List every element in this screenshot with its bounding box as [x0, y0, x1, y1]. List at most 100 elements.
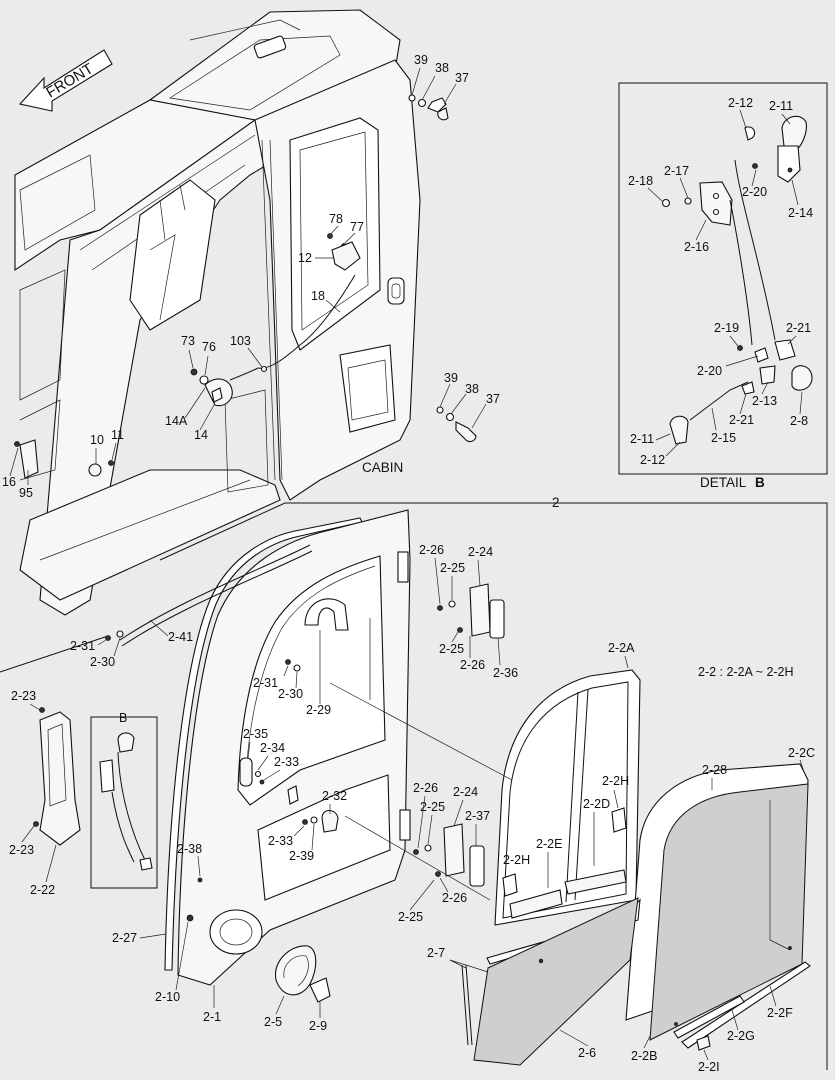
callout-2-41: 2-41 [168, 630, 193, 644]
callout-2-23a: 2-23 [11, 689, 36, 703]
callout-2-2b: 2-2B [631, 1049, 657, 1063]
detail-callout-2-11a: 2-11 [769, 99, 793, 113]
callout-38b: 38 [465, 382, 479, 396]
assembly-number: 2 [552, 495, 560, 510]
callout-2-23b: 2-23 [9, 843, 34, 857]
callout-2-10: 2-10 [155, 990, 180, 1004]
lower-rails: 2-2F 2-2G 2-2B 2-2I [631, 961, 811, 1074]
callout-39b: 39 [444, 371, 458, 385]
detail-callout-2-15: 2-15 [711, 431, 736, 445]
callout-2-22: 2-22 [30, 883, 55, 897]
callout-2-27: 2-27 [112, 931, 137, 945]
detail-b-panel: DETAIL B 2-12 2-11 2-17 2-18 [618, 82, 828, 490]
callout-2-39: 2-39 [289, 849, 314, 863]
callout-38a: 38 [435, 61, 449, 75]
callout-2-26a: 2-26 [419, 543, 444, 557]
callout-2-2c: 2-2C [788, 746, 815, 760]
detail-callout-2-17: 2-17 [664, 164, 689, 178]
detail-callout-2-11b: 2-11 [630, 432, 654, 446]
cabin-label: CABIN [362, 460, 403, 475]
callout-2-2d: 2-2D [583, 797, 610, 811]
callout-2-30b: 2-30 [278, 687, 303, 701]
cabin-body [14, 9, 421, 616]
callout-2-33b: 2-33 [268, 834, 293, 848]
callout-12: 12 [298, 251, 312, 265]
callout-2-24a: 2-24 [468, 545, 493, 559]
sliding-glass: 2-28 2-2C [625, 746, 815, 1041]
door-assembly-bracket: 2 2-2 : 2-2A ~ 2-2H [0, 495, 828, 1070]
callout-2-1: 2-1 [203, 1010, 221, 1024]
callout-95: 95 [19, 486, 33, 500]
callout-2-33a: 2-33 [274, 755, 299, 769]
callout-2-9: 2-9 [309, 1019, 327, 1033]
callout-37a: 37 [455, 71, 469, 85]
window-frame-assembly: 2-2A 2-2H 2-2D 2-2E 2-2H [494, 641, 641, 926]
callout-2-25d: 2-25 [398, 910, 423, 924]
callout-2-25b: 2-25 [439, 642, 464, 656]
rod-2-41 [119, 544, 313, 647]
callout-2-32: 2-32 [322, 789, 347, 803]
callout-77: 77 [350, 220, 364, 234]
front-arrow: FRONT [18, 49, 113, 112]
detail-callout-2-19: 2-19 [714, 321, 739, 335]
callout-78: 78 [329, 212, 343, 226]
callout-2-25c: 2-25 [420, 800, 445, 814]
callout-2-2g: 2-2G [727, 1029, 755, 1043]
callout-2-25a: 2-25 [440, 561, 465, 575]
detail-callout-2-14: 2-14 [788, 206, 813, 220]
detail-callout-2-8: 2-8 [790, 414, 808, 428]
callout-2-30a: 2-30 [90, 655, 115, 669]
callout-14: 14 [194, 428, 208, 442]
callout-16: 16 [2, 475, 16, 489]
callout-2-26c: 2-26 [413, 781, 438, 795]
detail-callout-2-21a: 2-21 [786, 321, 811, 335]
detail-callout-2-21b: 2-21 [729, 413, 754, 427]
callout-2-2h1: 2-2H [602, 774, 629, 788]
callout-10: 10 [90, 433, 104, 447]
callout-37b: 37 [486, 392, 500, 406]
callout-2-2f: 2-2F [767, 1006, 793, 1020]
callout-2-5: 2-5 [264, 1015, 282, 1029]
callout-2-2i: 2-2I [698, 1060, 720, 1074]
callout-2-28: 2-28 [702, 763, 727, 777]
detail-b-caption: DETAIL [700, 475, 747, 490]
callout-103: 103 [230, 334, 251, 348]
callout-2-6: 2-6 [578, 1046, 596, 1060]
front-label: FRONT [43, 60, 96, 101]
callout-11: 11 [111, 428, 124, 442]
callout-2-2h2: 2-2H [503, 853, 530, 867]
door-callouts: 2-31 2-30 2-41 2-26 2-24 2-25 2-25 2-26 … [70, 543, 518, 1033]
assembly-note: 2-2 : 2-2A ~ 2-2H [698, 665, 794, 679]
detail-callout-2-20a: 2-20 [742, 185, 767, 199]
callout-2-31a: 2-31 [70, 639, 95, 653]
callout-2-36: 2-36 [493, 666, 518, 680]
assembly-leaders [329, 618, 513, 901]
callout-14a: 14A [165, 414, 188, 428]
callout-2-34: 2-34 [260, 741, 285, 755]
callout-2-24b: 2-24 [453, 785, 478, 799]
fixed-lower-glass: 2-7 2-6 [427, 897, 641, 1066]
door-panel [164, 509, 411, 986]
callout-18: 18 [311, 289, 325, 303]
callout-76: 76 [202, 340, 216, 354]
detail-callout-2-18: 2-18 [628, 174, 653, 188]
door-left-parts: 2-23 2-23 2-22 B [9, 689, 158, 897]
detail-callout-2-13: 2-13 [752, 394, 777, 408]
callout-2-26b: 2-26 [460, 658, 485, 672]
callout-2-26d: 2-26 [442, 891, 467, 905]
callout-2-37: 2-37 [465, 809, 490, 823]
callout-2-29: 2-29 [306, 703, 331, 717]
detail-callout-2-12b: 2-12 [640, 453, 665, 467]
detail-callout-2-20b: 2-20 [697, 364, 722, 378]
callout-2-35: 2-35 [243, 727, 268, 741]
callout-2-2e: 2-2E [536, 837, 562, 851]
detail-callout-2-12a: 2-12 [728, 96, 753, 110]
callout-2-31b: 2-31 [253, 676, 278, 690]
detail-b-letter: B [755, 475, 765, 490]
callout-2-38: 2-38 [177, 842, 202, 856]
detail-callout-2-16: 2-16 [684, 240, 709, 254]
callout-2-7: 2-7 [427, 946, 445, 960]
callout-39a: 39 [414, 53, 428, 67]
